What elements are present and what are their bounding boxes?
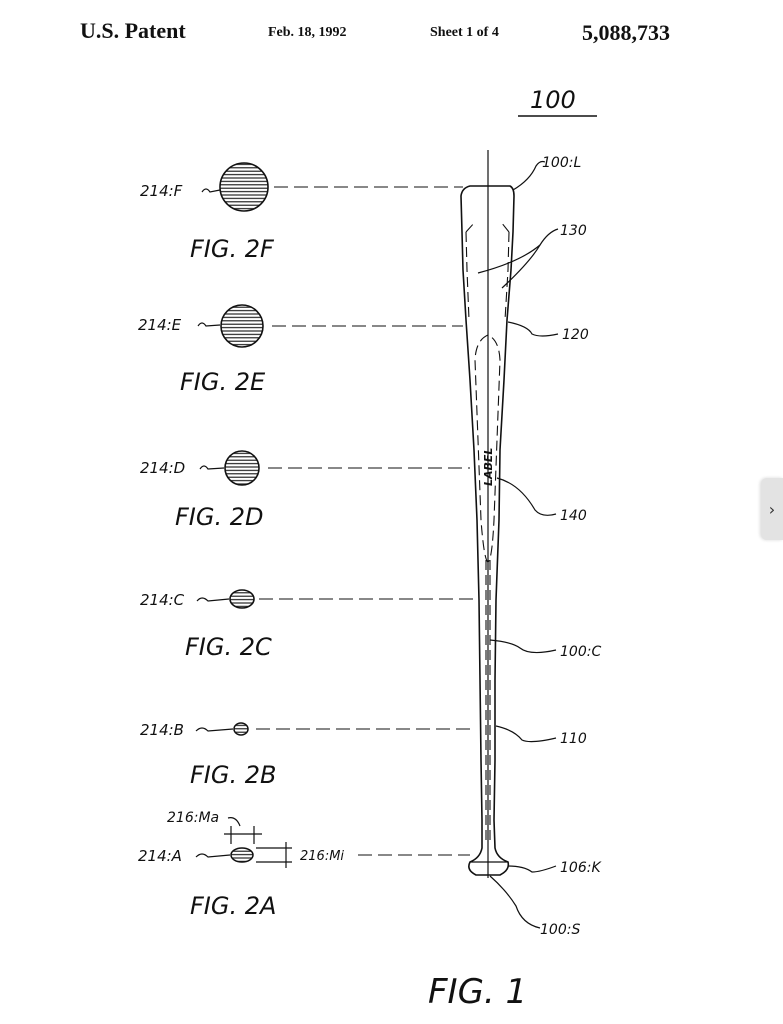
leader-130-a — [477, 228, 559, 274]
fig-2B-caption: FIG. 2B — [190, 761, 276, 789]
next-page-button[interactable]: › — [761, 478, 783, 540]
patent-number: 5,088,733 — [582, 20, 670, 45]
patent-date: Feb. 18, 1992 — [268, 25, 347, 40]
fig-2C-group: 214:C FIG. 2C — [140, 589, 474, 661]
leader-130-b — [501, 244, 541, 289]
leader-100S — [489, 875, 541, 929]
ref-106K-label: 106:K — [560, 860, 602, 876]
ref-214C-label: 214:C — [140, 591, 185, 609]
leader-100L — [512, 160, 546, 191]
fig-2F-caption: FIG. 2F — [190, 235, 275, 263]
leader-214D — [199, 465, 225, 470]
section-B-ellipse — [233, 722, 249, 736]
fig-2C-caption: FIG. 2C — [185, 633, 272, 661]
ref-216Ma-label: 216:Ma — [167, 810, 219, 826]
chevron-right-icon: › — [768, 499, 776, 519]
inner-corner-right — [500, 221, 510, 233]
ref-100L-label: 100:L — [542, 155, 581, 171]
leader-120 — [507, 321, 559, 337]
section-C-ellipse — [229, 589, 255, 609]
inner-corner-left — [465, 221, 476, 233]
fig-2F-group: 214:F FIG. 2F — [140, 162, 463, 263]
bat-outline — [460, 185, 515, 876]
leader-216Ma — [227, 817, 241, 827]
inner-outline-lower — [485, 560, 491, 840]
leader-110 — [495, 725, 557, 743]
fig-2E-caption: FIG. 2E — [180, 368, 266, 396]
ref-100S-label: 100:S — [540, 922, 580, 938]
fig-2A-caption: FIG. 2A — [190, 892, 276, 920]
ref-216Mi-label: 216:Mi — [300, 849, 344, 864]
ref-140-label: 140 — [560, 508, 587, 524]
patent-header: U.S. Patent Feb. 18, 1992 Sheet 1 of 4 5… — [0, 18, 783, 48]
leader-214F — [201, 188, 221, 193]
ref-130-label: 130 — [560, 223, 587, 239]
inner-outline-upper — [465, 231, 510, 321]
leader-214B — [195, 727, 234, 732]
fig-2D-caption: FIG. 2D — [175, 503, 264, 531]
section-D-circle — [224, 450, 260, 486]
leader-214A — [195, 853, 231, 858]
fig-1-caption: FIG. 1 — [428, 972, 527, 1012]
ref-214E-label: 214:E — [138, 316, 182, 334]
leader-214E — [197, 322, 221, 327]
ref-214B-label: 214:B — [140, 721, 184, 739]
fig-2A-group: 216:Ma 214:A 216:Mi FIG. 2A — [138, 810, 470, 920]
label-panel — [474, 334, 501, 563]
fig-2E-group: 214:E FIG. 2E — [138, 304, 463, 396]
patent-sheet: Sheet 1 of 4 — [430, 25, 499, 40]
ref-110-label: 110 — [560, 731, 587, 747]
patent-office: U.S. Patent — [80, 18, 186, 43]
section-F-circle — [219, 162, 269, 212]
ref-main-label: 100 — [530, 86, 576, 114]
leader-100C — [489, 639, 557, 654]
fig-2D-group: 214:D FIG. 2D — [140, 450, 470, 531]
bat-label-text: LABEL — [482, 448, 495, 486]
ref-214D-label: 214:D — [140, 459, 185, 477]
ref-214A-label: 214:A — [138, 847, 182, 865]
ref-100C-label: 100:C — [560, 644, 601, 660]
leader-106K — [507, 865, 557, 873]
section-E-circle — [220, 304, 264, 348]
leader-140 — [496, 477, 557, 516]
leader-214C — [196, 597, 230, 602]
ref-214F-label: 214:F — [140, 182, 183, 200]
ref-120-label: 120 — [562, 327, 589, 343]
section-A-ellipse — [230, 847, 254, 863]
fig-2B-group: 214:B FIG. 2B — [140, 721, 476, 789]
